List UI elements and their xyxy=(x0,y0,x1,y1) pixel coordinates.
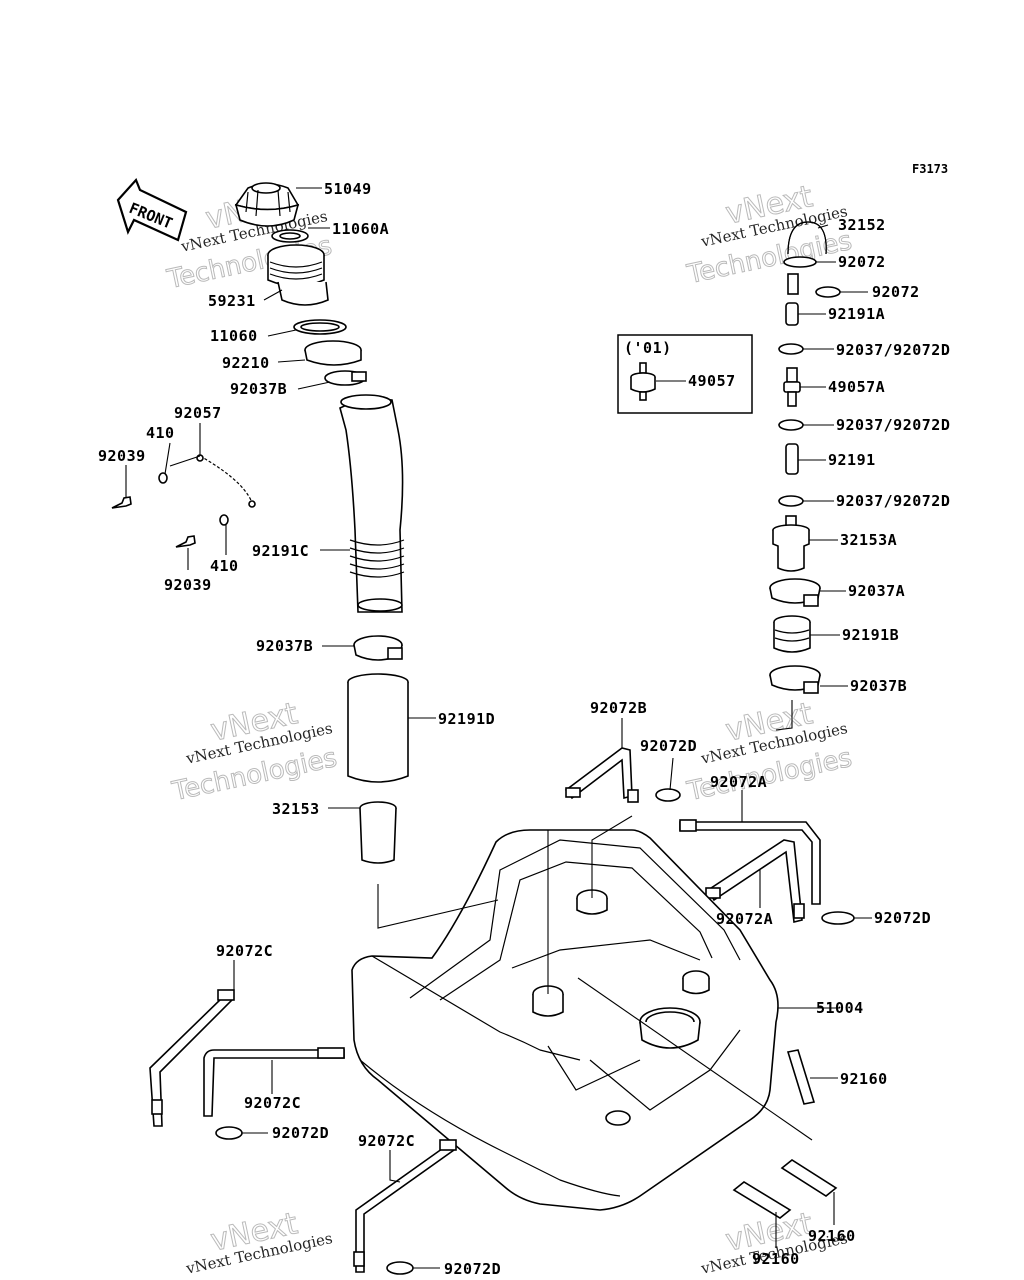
clip-92072d-a xyxy=(655,788,681,802)
label-92072c-c: 92072C xyxy=(358,1132,415,1150)
label-11060: 11060 xyxy=(210,327,258,345)
label-92037b-right: 92037B xyxy=(850,677,907,695)
label-410-b: 410 xyxy=(210,557,239,575)
label-92037-92072d-c: 92037/92072D xyxy=(836,492,950,510)
clip-92072d-d xyxy=(386,1261,414,1275)
valve-49057 xyxy=(630,362,656,401)
label-32153a: 32153A xyxy=(840,531,897,549)
label-32152: 32152 xyxy=(838,216,886,234)
label-51004: 51004 xyxy=(816,999,864,1017)
label-49057a: 49057A xyxy=(828,378,885,396)
label-59231: 59231 xyxy=(208,292,256,310)
gasket-11060 xyxy=(293,319,347,335)
filter-32153 xyxy=(359,801,397,864)
front-arrow-icon: FRONT xyxy=(116,177,188,242)
clamp-92037b-top xyxy=(324,370,367,386)
inset-label: ('01) xyxy=(624,339,672,357)
band-92072a-angled xyxy=(705,839,805,923)
label-92039-a: 92039 xyxy=(98,447,146,465)
pad-92160-b xyxy=(780,1159,838,1197)
label-92037a: 92037A xyxy=(848,582,905,600)
clip-92072-a xyxy=(783,256,817,268)
label-92072-b: 92072 xyxy=(872,283,920,301)
label-92072d-b: 92072D xyxy=(874,909,931,927)
hose-segment-right xyxy=(787,273,799,295)
hose-32152 xyxy=(787,221,827,255)
clip-92072-b xyxy=(815,286,841,298)
label-92072-a: 92072 xyxy=(838,253,886,271)
hose-92191b xyxy=(773,615,811,653)
label-11060a: 11060A xyxy=(332,220,389,238)
band-92072c-b xyxy=(203,1047,345,1117)
clip-92072d-c xyxy=(215,1126,243,1140)
rivet-92039-a xyxy=(111,496,132,509)
label-92191: 92191 xyxy=(828,451,876,469)
label-92160-b: 92160 xyxy=(808,1227,856,1245)
clip-92037-c xyxy=(778,495,804,507)
band-92072c-a xyxy=(149,989,235,1127)
washer-410-a xyxy=(158,472,168,484)
filler-cap-51049 xyxy=(234,182,300,227)
rivet-92039-b xyxy=(175,535,196,548)
hose-92191 xyxy=(785,443,799,475)
label-92191b: 92191B xyxy=(842,626,899,644)
label-92072d-a: 92072D xyxy=(640,737,697,755)
label-92072a-bot: 92072A xyxy=(716,910,773,928)
label-92072c-a: 92072C xyxy=(216,942,273,960)
label-92072d-d: 92072D xyxy=(444,1260,501,1278)
label-49057: 49057 xyxy=(688,372,736,390)
label-92072b: 92072B xyxy=(590,699,647,717)
band-92072c-c xyxy=(353,1139,457,1273)
clamp-92037b-mid xyxy=(353,635,403,661)
inset-box-01: ('01) xyxy=(617,334,753,414)
label-92072c-b: 92072C xyxy=(244,1094,301,1112)
pad-92160-a xyxy=(786,1049,816,1105)
filter-32153a xyxy=(772,515,810,572)
label-92037b-top: 92037B xyxy=(230,380,287,398)
clamp-92037b-right xyxy=(769,665,821,694)
label-92191a: 92191A xyxy=(828,305,885,323)
label-410-a: 410 xyxy=(146,424,175,442)
hose-92191d xyxy=(347,673,409,783)
band-92072a-long xyxy=(679,819,821,905)
label-92037-92072d-b: 92037/92072D xyxy=(836,416,950,434)
label-92037b-mid: 92037B xyxy=(256,637,313,655)
label-92210: 92210 xyxy=(222,354,270,372)
label-92160-c: 92160 xyxy=(752,1250,800,1268)
part-labels: 51049 11060A 59231 11060 92210 92037B 92… xyxy=(98,180,950,1278)
nut-92210 xyxy=(304,340,362,366)
figure-code: F3173 xyxy=(912,162,948,176)
filler-neck-59231 xyxy=(267,244,329,306)
band-92072b xyxy=(564,747,639,803)
clamp-92037a xyxy=(769,578,821,607)
hose-92191c xyxy=(339,394,405,613)
label-92072d-c: 92072D xyxy=(272,1124,329,1142)
strap-92057 xyxy=(196,454,256,508)
label-92160-a: 92160 xyxy=(840,1070,888,1088)
label-92072a-top: 92072A xyxy=(710,773,767,791)
label-92039-b: 92039 xyxy=(164,576,212,594)
label-92191c: 92191C xyxy=(252,542,309,560)
label-92057: 92057 xyxy=(174,404,222,422)
hose-92191a xyxy=(785,302,799,326)
clip-92037-a xyxy=(778,343,804,355)
fuel-tank-51004 xyxy=(351,829,779,1211)
pad-92160-c xyxy=(732,1181,792,1219)
washer-410-b xyxy=(219,514,229,526)
gasket-11060a xyxy=(271,229,309,243)
leader-lines xyxy=(125,187,872,1269)
valve-49057a xyxy=(783,367,801,407)
label-92037-92072d-a: 92037/92072D xyxy=(836,341,950,359)
clip-92037-b xyxy=(778,419,804,431)
clip-92072d-b xyxy=(821,911,855,925)
label-51049: 51049 xyxy=(324,180,372,198)
label-92191d: 92191D xyxy=(438,710,495,728)
label-32153: 32153 xyxy=(272,800,320,818)
